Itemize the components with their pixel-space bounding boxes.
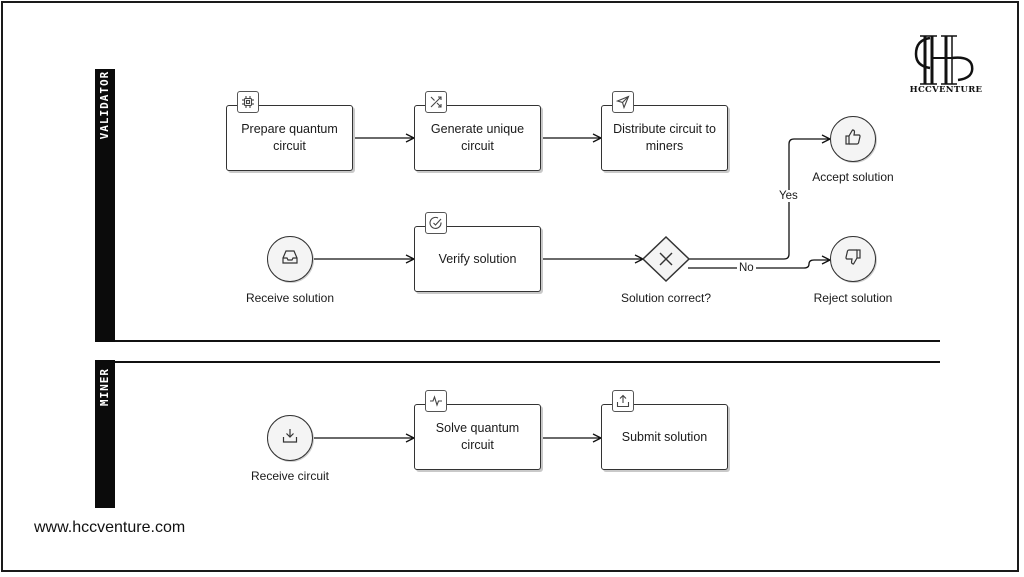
task-label: Verify solution <box>438 251 517 266</box>
flow-label-yes: Yes <box>777 190 800 202</box>
task-label: Generate unique circuit <box>430 122 525 153</box>
task-verify-solution[interactable]: Verify solution <box>414 226 541 292</box>
caption-receive-solution: Receive solution <box>245 291 335 305</box>
upload-icon <box>612 390 634 412</box>
caption-reject-solution: Reject solution <box>813 291 893 305</box>
event-receive-circuit[interactable] <box>267 415 313 461</box>
caption-accept-solution: Accept solution <box>812 170 894 184</box>
task-prepare-quantum-circuit[interactable]: Prepare quantum circuit <box>226 105 353 171</box>
logo-wordmark: HCCVENTURE <box>909 85 983 95</box>
event-accept-solution[interactable] <box>830 116 876 162</box>
thumbs-up-icon <box>844 128 862 151</box>
check-circle-icon <box>425 212 447 234</box>
task-distribute-circuit[interactable]: Distribute circuit to miners <box>601 105 728 171</box>
caption-receive-circuit: Receive circuit <box>250 469 330 483</box>
lane-divider-bottom <box>115 361 940 363</box>
task-submit-solution[interactable]: Submit solution <box>601 404 728 470</box>
x-icon <box>659 252 673 266</box>
lane-divider-top <box>115 340 940 342</box>
caption-solution-correct: Solution correct? <box>620 291 712 305</box>
event-receive-solution[interactable] <box>267 236 313 282</box>
task-label: Prepare quantum circuit <box>241 122 338 153</box>
chip-icon <box>237 91 259 113</box>
shuffle-icon <box>425 91 447 113</box>
lane-validator-bar <box>95 69 115 342</box>
flow-gateway-reject <box>688 260 830 269</box>
pulse-icon <box>425 390 447 412</box>
lane-miner-bar <box>95 360 115 508</box>
task-generate-unique-circuit[interactable]: Generate unique circuit <box>414 105 541 171</box>
download-icon <box>281 427 299 450</box>
task-label: Submit solution <box>621 429 708 444</box>
task-label: Solve quantum circuit <box>435 421 520 452</box>
task-label: Distribute circuit to miners <box>613 122 716 153</box>
thumbs-down-icon <box>844 248 862 271</box>
inbox-icon <box>281 248 299 271</box>
event-reject-solution[interactable] <box>830 236 876 282</box>
task-solve-quantum-circuit[interactable]: Solve quantum circuit <box>414 404 541 470</box>
website-url[interactable]: www.hccventure.com <box>34 519 186 536</box>
hccventure-logo <box>910 34 986 96</box>
flow-label-no: No <box>737 262 756 274</box>
gateway-solution-correct <box>641 235 691 283</box>
send-icon <box>612 91 634 113</box>
